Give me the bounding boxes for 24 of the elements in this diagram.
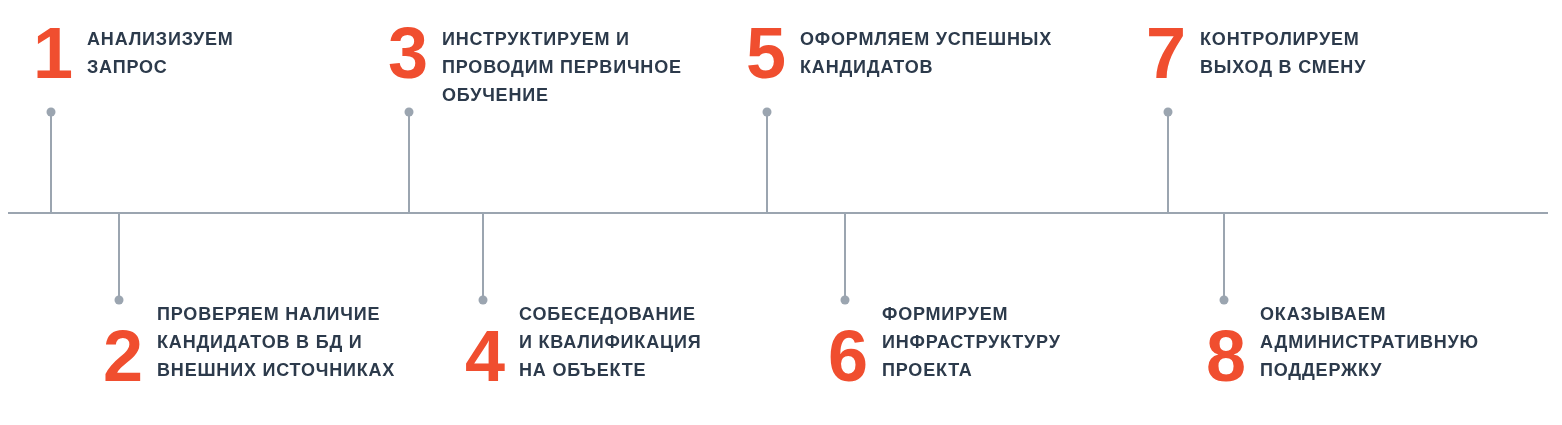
step-number: 6 bbox=[828, 328, 869, 384]
step-number: 7 bbox=[1146, 25, 1187, 81]
step-number: 8 bbox=[1206, 328, 1247, 384]
step-description: ОФОРМЛЯЕМ УСПЕШНЫХ КАНДИДАТОВ bbox=[800, 28, 1053, 79]
step-description: ИНСТРУКТИРУЕМ И ПРОВОДИМ ПЕРВИЧНОЕ ОБУЧЕНИЕ bbox=[442, 28, 683, 107]
timeline-stem bbox=[478, 213, 488, 305]
step-description: ФОРМИРУЕМ ИНФРАСТРУКТУРУ ПРОЕКТА bbox=[882, 303, 1062, 382]
step-number: 3 bbox=[388, 25, 429, 81]
timeline-stem bbox=[404, 107, 414, 213]
step-description: АНАЛИЗИЗУЕМ ЗАПРОС bbox=[87, 28, 235, 79]
timeline-stem bbox=[840, 213, 850, 305]
step-number: 4 bbox=[465, 328, 506, 384]
step-description: КОНТРОЛИРУЕМ ВЫХОД В СМЕНУ bbox=[1200, 28, 1368, 79]
step-number: 1 bbox=[33, 25, 74, 81]
step-number: 2 bbox=[103, 328, 144, 384]
step-description: СОБЕСЕДОВАНИЕ И КВАЛИФИКАЦИЯ НА ОБЪЕКТЕ bbox=[519, 303, 703, 382]
step-description: ОКАЗЫВАЕМ АДМИНИСТРАТИВНУЮ ПОДДЕРЖКУ bbox=[1260, 303, 1480, 382]
timeline-stem bbox=[1163, 107, 1173, 213]
timeline-stem bbox=[46, 107, 56, 213]
step-number: 5 bbox=[746, 25, 787, 81]
timeline-stem bbox=[762, 107, 772, 213]
timeline-stem bbox=[1219, 213, 1229, 305]
step-description: ПРОВЕРЯЕМ НАЛИЧИЕ КАНДИДАТОВ В БД И ВНЕШНИХ ИСТОЧНИКАХ bbox=[157, 303, 397, 382]
timeline-stem bbox=[114, 213, 124, 305]
